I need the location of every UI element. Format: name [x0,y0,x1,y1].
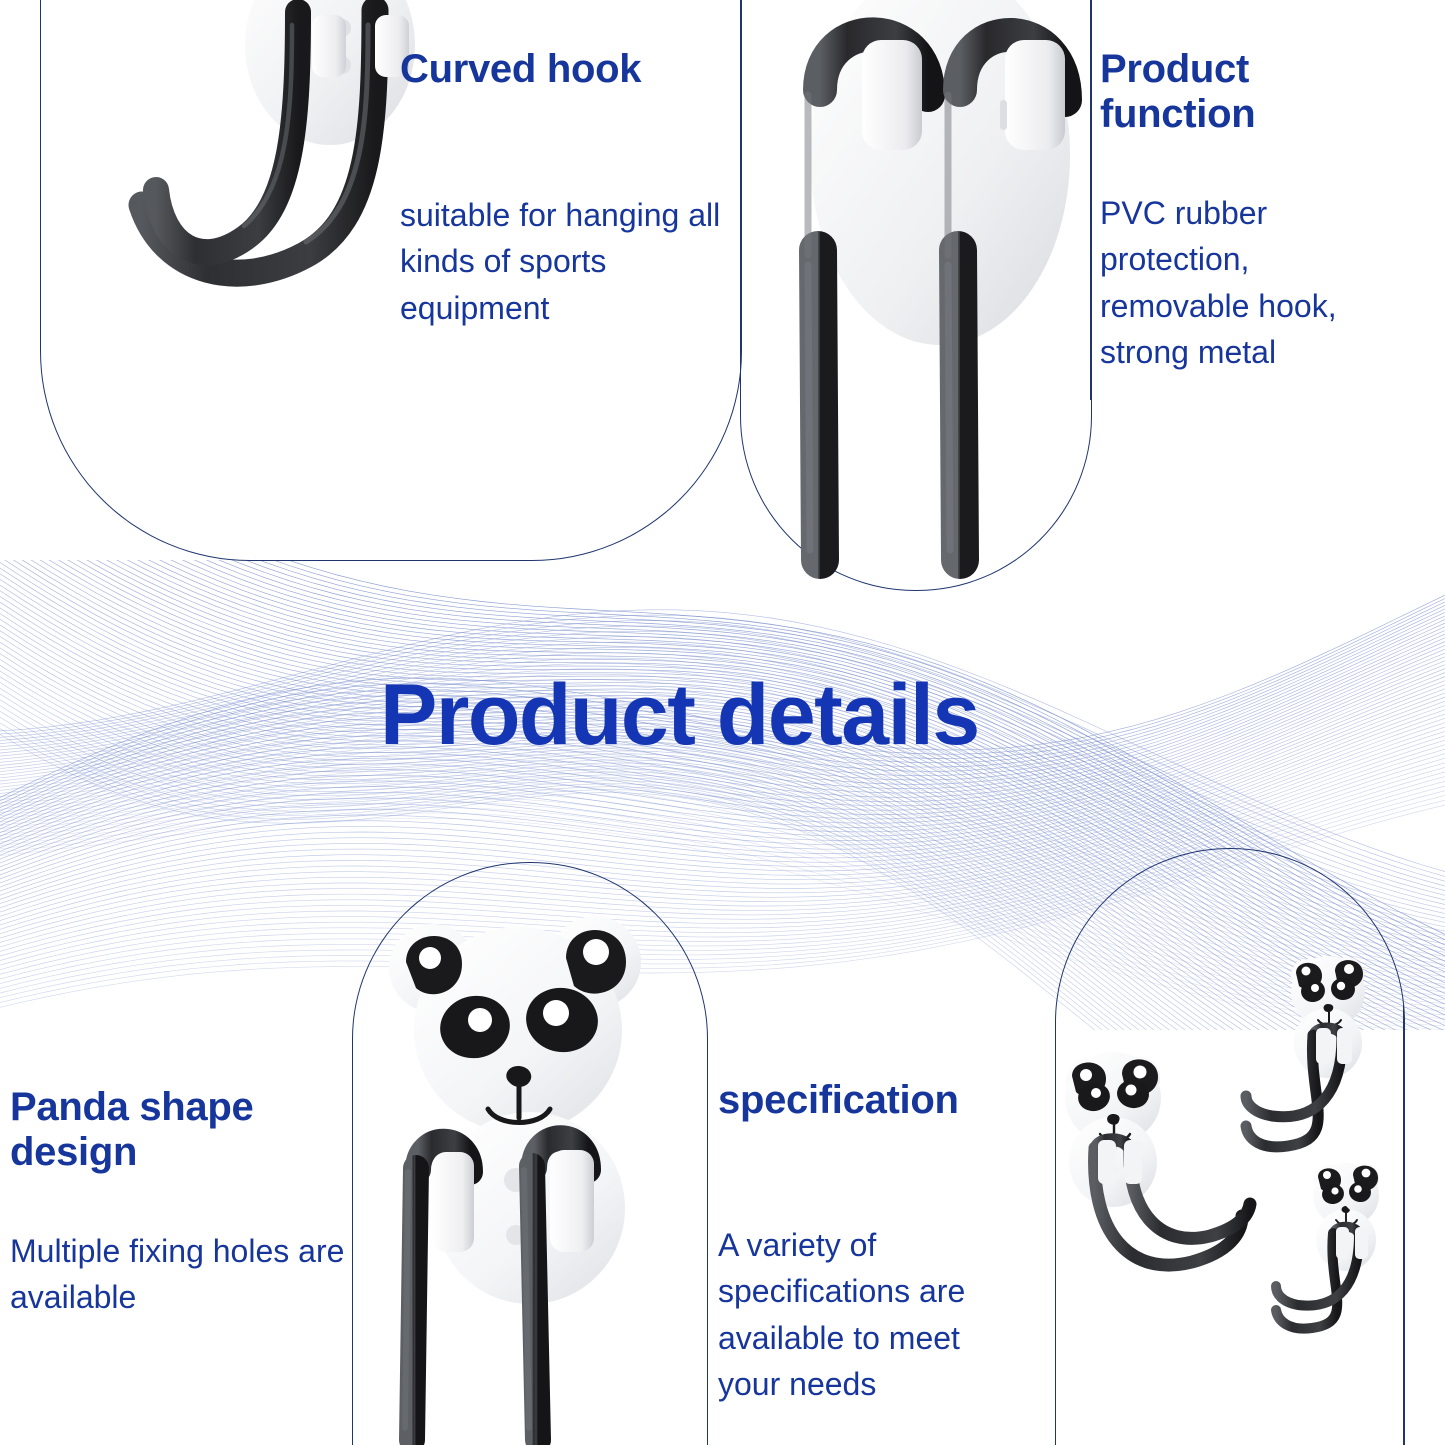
curved-hook-body: suitable for hanging all kinds of sports… [400,197,721,326]
product-function-photo [799,0,1082,579]
curved-hook-heading: Curved hook [400,47,642,91]
panel-top-right-divider [1090,0,1445,400]
panda-hook-photo [389,916,641,1445]
panel-specification-right-divider [1403,1005,1404,1445]
product-function-body: PVC rubber protection, removable hook, s… [1100,195,1337,371]
product-function-heading: Product function [1100,47,1256,136]
panel-panda-shape [352,862,708,1445]
curved-hook-photo [128,0,415,287]
specification-body: A variety of specifications are availabl… [718,1227,966,1403]
panel-curved-hook [40,0,742,561]
panda-shape-heading: Panda shape design [10,1085,254,1174]
specification-heading: specification [718,1078,959,1122]
product-details-banner-title: Product details [380,667,980,763]
panel-specification [1055,848,1405,1445]
specification-group-photo [1065,956,1379,1334]
panda-shape-body: Multiple fixing holes are available [10,1233,345,1316]
panel-product-function [740,0,1092,591]
